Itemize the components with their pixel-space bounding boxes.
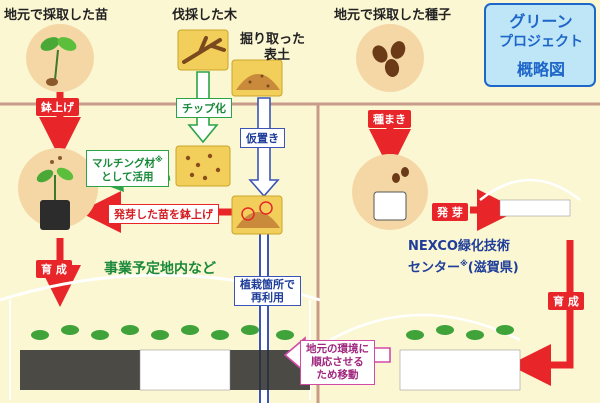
label-temporary: 仮置き	[240, 128, 285, 148]
seed-pot-icon	[352, 154, 428, 230]
mulch-line2: として活用	[101, 170, 154, 183]
move-line2: 順応させる	[311, 356, 364, 368]
replant-line1: 植栽箇所で	[240, 278, 295, 291]
title-line2: プロジェクト	[499, 34, 583, 50]
heading-seeds: 地元で採取した種子	[334, 8, 452, 23]
label-growing-right: 育 成	[548, 292, 584, 310]
label-growing-left: 育 成	[36, 260, 72, 278]
title-line3: 概略図	[516, 60, 565, 79]
label-sowing: 種まき	[368, 110, 411, 128]
title-box	[484, 3, 596, 87]
plant-pots-right	[399, 325, 521, 391]
label-germ-potting: 発芽した苗を鉢上げ	[108, 204, 219, 224]
label-chipping: チップ化	[176, 98, 232, 118]
move-line1: 地元の環境に	[306, 343, 369, 355]
label-project-area: 事業予定地内など	[104, 261, 216, 277]
heading-felled-tree: 伐採した木	[172, 8, 238, 23]
label-mulch: マルチング材※ として活用	[86, 150, 169, 187]
heading-topsoil-1: 掘り取った	[240, 32, 306, 47]
center-line1: NEXCO緑化技術	[408, 239, 510, 254]
plant-pots-left	[20, 325, 310, 391]
seed-icon	[356, 24, 424, 92]
seedling-icon	[26, 24, 94, 92]
label-potting: 鉢上げ	[36, 98, 79, 116]
soil-pile-icon	[231, 59, 283, 97]
replant-line2: 再利用	[251, 291, 284, 304]
label-center: NEXCO緑化技術 センター※(滋賀県)	[408, 238, 519, 276]
potted-plant-icon	[18, 148, 98, 230]
label-move: 地元の環境に 順応させる ため移動	[300, 340, 375, 385]
greenhouse-right-bottom-icon	[329, 313, 521, 342]
center-line3: (滋賀県)	[467, 260, 519, 276]
wood-chips-icon	[175, 145, 231, 187]
center-note: ※	[460, 259, 468, 268]
heading-seedlings: 地元で採取した苗	[4, 8, 109, 23]
label-germination: 発 芽	[432, 203, 468, 221]
move-line3: ため移動	[316, 369, 359, 381]
label-replant: 植栽箇所で 再利用	[234, 276, 301, 306]
arrow-growing-right	[509, 240, 574, 386]
greenhouse-right-top-icon	[479, 178, 581, 217]
mulch-note: ※	[155, 155, 163, 164]
mulch-line1: マルチング材	[92, 157, 155, 170]
center-line2: センター	[408, 260, 461, 276]
soil-sprouts-icon	[231, 195, 283, 235]
heading-topsoil-2: 表土	[264, 48, 291, 63]
title-line1: グリーン	[509, 12, 573, 31]
branch-icon	[177, 29, 229, 71]
